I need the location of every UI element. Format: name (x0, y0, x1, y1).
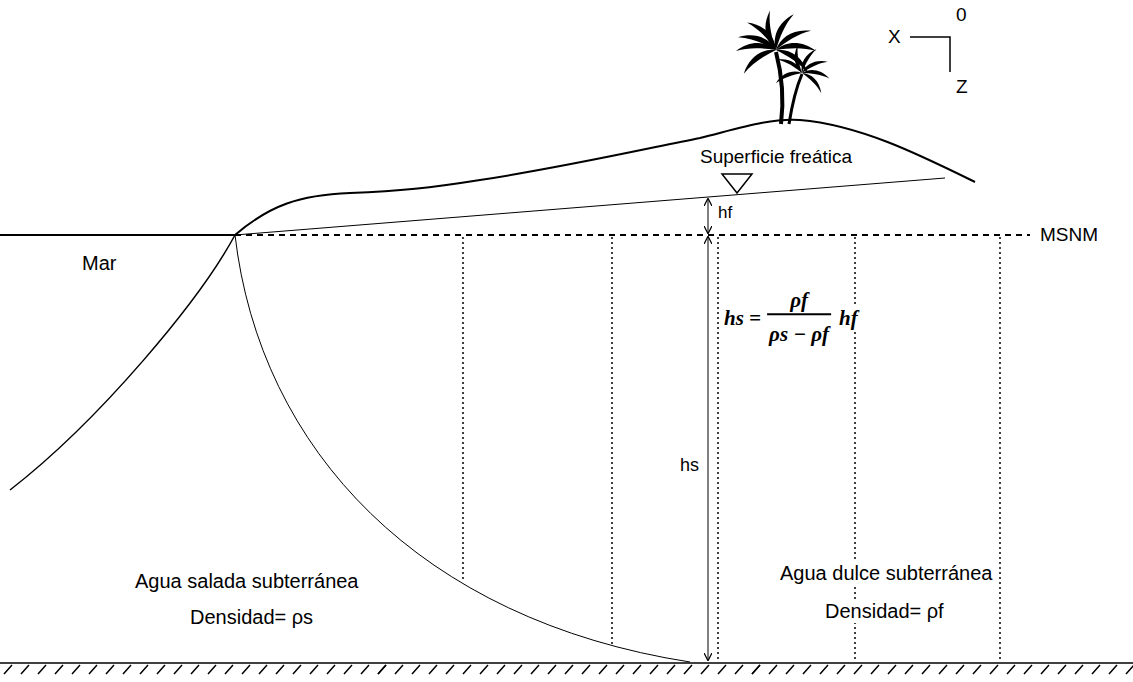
region-label: Agua dulce subterránea (778, 562, 994, 585)
axis-label: Z (954, 76, 970, 98)
sea-surface (0, 234, 235, 236)
fraction-bar (767, 313, 831, 315)
region-label: Agua salada subterránea (133, 570, 361, 593)
water-table-label: Superficie freática (698, 146, 854, 168)
hs-dimension (708, 237, 709, 660)
dimension-label: hs (678, 455, 701, 476)
axis-label: X (886, 26, 903, 48)
impermeable-base (0, 663, 1133, 674)
axis-label: 0 (954, 4, 969, 26)
water-table (235, 178, 945, 235)
sea-floor (10, 235, 235, 490)
sea-level-label: MSNM (1038, 224, 1100, 246)
formula-term: hs = (722, 306, 763, 330)
region-label: Densidad= ρs (188, 606, 315, 629)
formula-numerator: ρf (788, 288, 810, 312)
dimension-label: hf (716, 203, 734, 223)
water-table-symbol (722, 174, 752, 193)
dotted-columns (463, 237, 1000, 660)
region-label: Mar (80, 252, 118, 275)
mean-sea-level (235, 234, 1030, 236)
region-label: Densidad= ρf (823, 600, 946, 623)
hf-dimension (708, 199, 709, 233)
formula-denominator: ρs − ρf (767, 322, 831, 346)
palm-trees (736, 10, 830, 124)
formula-term: hf (837, 306, 860, 330)
land-surface (235, 120, 975, 235)
salt-fresh-interface (235, 235, 690, 662)
axes (910, 37, 950, 72)
